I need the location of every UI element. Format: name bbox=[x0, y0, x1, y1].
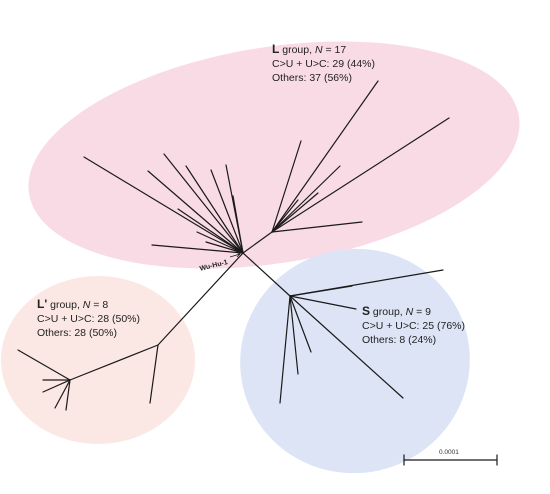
lprime-branch bbox=[149, 344, 159, 404]
tree-branches bbox=[17, 80, 498, 466]
lprime-branch bbox=[42, 379, 71, 393]
l-group-others: Others: 37 (56%) bbox=[272, 72, 352, 84]
s-branch bbox=[289, 295, 299, 375]
l-branch bbox=[271, 165, 341, 233]
lprime-group-substitution: C>U + U>C: 28 (50%) bbox=[37, 313, 141, 325]
l-branch bbox=[151, 244, 244, 254]
l-branch bbox=[271, 117, 450, 233]
l-branch bbox=[196, 231, 244, 254]
l-branch bbox=[271, 192, 319, 233]
l-branch bbox=[177, 208, 244, 254]
scale-bar-label: 0.0001 bbox=[439, 449, 459, 456]
s-group-label: S group, N = 9 C>U + U>C: 25 (76%) Other… bbox=[362, 304, 465, 347]
l-branch bbox=[271, 221, 363, 233]
l-branch bbox=[147, 170, 244, 254]
lprime-branch bbox=[17, 349, 71, 381]
lprime-branch bbox=[65, 379, 71, 411]
l-branch bbox=[185, 165, 244, 254]
s-branch bbox=[289, 285, 353, 297]
l-branch bbox=[271, 199, 299, 233]
l-group-title: L group, N = 17 bbox=[272, 42, 347, 56]
lprime-group-label: L' group, N = 8 C>U + U>C: 28 (50%) Othe… bbox=[37, 297, 140, 340]
lprime-group-ellipse bbox=[1, 276, 195, 444]
s-group-ellipse bbox=[240, 248, 470, 474]
s-branch bbox=[289, 295, 357, 310]
s-branch bbox=[242, 252, 291, 297]
lprime-branch bbox=[54, 379, 71, 409]
l-branch bbox=[205, 241, 244, 254]
l-branch bbox=[271, 80, 379, 233]
l-branch bbox=[163, 153, 244, 254]
lprime-group-title: L' group, N = 8 bbox=[37, 297, 109, 311]
s-branch bbox=[289, 295, 404, 399]
lprime-branch bbox=[157, 252, 244, 346]
s-group-substitution: C>U + U>C: 25 (76%) bbox=[362, 320, 466, 332]
s-branch bbox=[289, 295, 312, 353]
lprime-branch bbox=[69, 344, 159, 381]
root-arrow-icon bbox=[229, 251, 241, 258]
s-branch bbox=[279, 295, 291, 404]
l-branch bbox=[271, 140, 302, 233]
l-branch bbox=[232, 195, 244, 254]
l-branch bbox=[242, 231, 273, 254]
l-group-label: L group, N = 17 C>U + U>C: 29 (44%) Othe… bbox=[272, 42, 375, 85]
lprime-group-others: Others: 28 (50%) bbox=[37, 327, 117, 339]
l-branch bbox=[210, 169, 244, 254]
l-group-ellipse bbox=[28, 41, 520, 269]
s-group-title: S group, N = 9 bbox=[362, 304, 432, 318]
s-group-others: Others: 8 (24%) bbox=[362, 334, 437, 346]
l-branch bbox=[83, 156, 244, 254]
l-group-substitution: C>U + U>C: 29 (44%) bbox=[272, 58, 376, 70]
